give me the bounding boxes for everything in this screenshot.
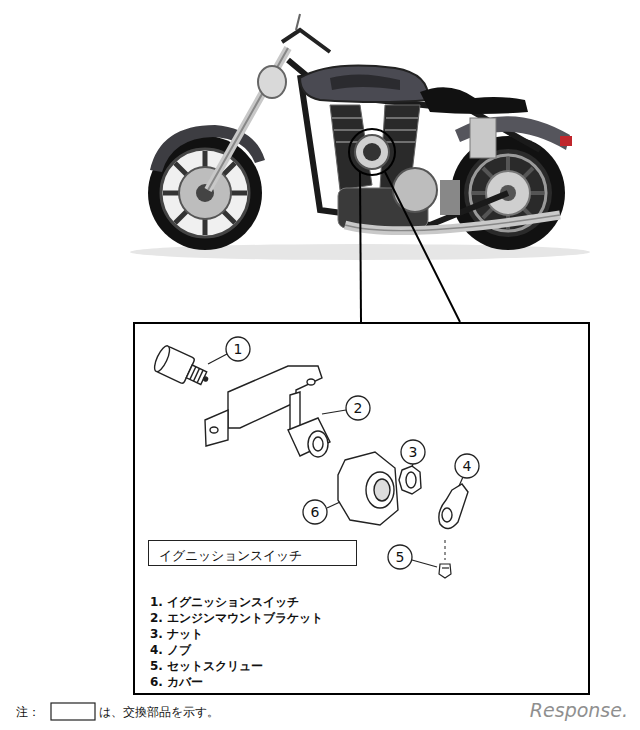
callout-number: 6	[303, 502, 327, 522]
parts-list-item: 2. エンジンマウントブラケット	[150, 610, 323, 626]
parts-list-item: 5. セットスクリュー	[150, 658, 263, 674]
caption-box: イグニッションスイッチ	[148, 540, 357, 566]
note-text: は、交換部品を示す。	[99, 703, 219, 721]
watermark: Response.	[530, 698, 628, 722]
parts-list-item: 6. カバー	[150, 674, 203, 690]
parts-list-item: 3. ナット	[150, 626, 203, 642]
parts-list-item: 4. ノブ	[150, 642, 191, 658]
callout-number: 1	[226, 339, 250, 359]
callout-number: 5	[388, 547, 412, 567]
note-prefix: 注：	[16, 703, 40, 721]
callout-number: 3	[401, 442, 425, 462]
callout-number: 2	[346, 398, 370, 418]
parts-list-item: 1. イグニッションスイッチ	[150, 594, 299, 610]
detail-frame: 1. イグニッションスイッチ2. エンジンマウントブラケット3. ナット4. ノ…	[133, 322, 590, 695]
callout-number: 4	[455, 456, 479, 476]
box-label: イグニッションスイッチ	[159, 548, 302, 564]
